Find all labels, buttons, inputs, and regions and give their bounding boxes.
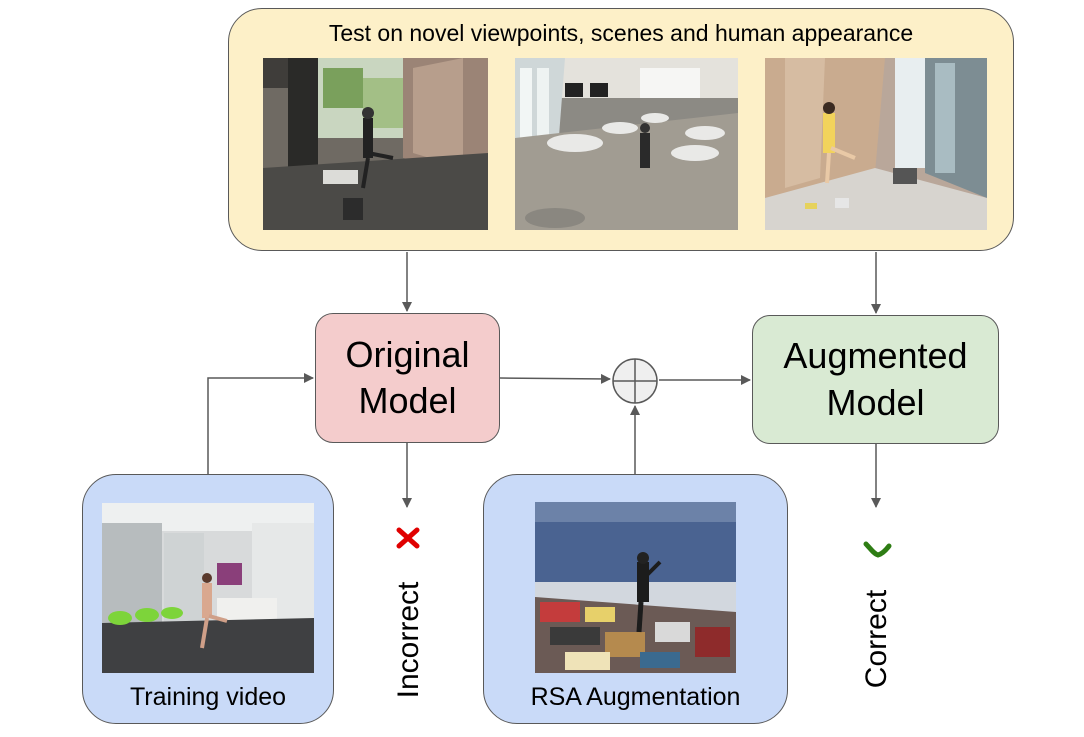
original-model-box: Original Model xyxy=(315,313,500,443)
check-mark-icon xyxy=(863,541,892,558)
augmented-model-line2: Model xyxy=(826,381,925,423)
training-video-label: Training video xyxy=(129,683,287,711)
correct-label: Correct xyxy=(860,589,893,689)
augmented-model-line1: Augmented xyxy=(783,335,968,377)
test-photo-outdoor xyxy=(263,58,488,230)
test-photo-corridor xyxy=(765,58,987,230)
rsa-augmentation-label: RSA Augmentation xyxy=(530,683,741,711)
incorrect-label: Incorrect xyxy=(392,581,425,699)
cross-mark-icon xyxy=(396,527,420,549)
rsa-augmentation-photo xyxy=(535,502,736,673)
test-photo-hall xyxy=(515,58,738,230)
original-model-line2: Model xyxy=(358,380,457,421)
circled-plus-icon xyxy=(612,358,658,404)
test-panel-title: Test on novel viewpoints, scenes and hum… xyxy=(328,20,914,46)
training-video-photo xyxy=(102,503,314,673)
augmented-model-box: Augmented Model xyxy=(752,315,999,444)
original-model-line1: Original xyxy=(345,333,470,375)
